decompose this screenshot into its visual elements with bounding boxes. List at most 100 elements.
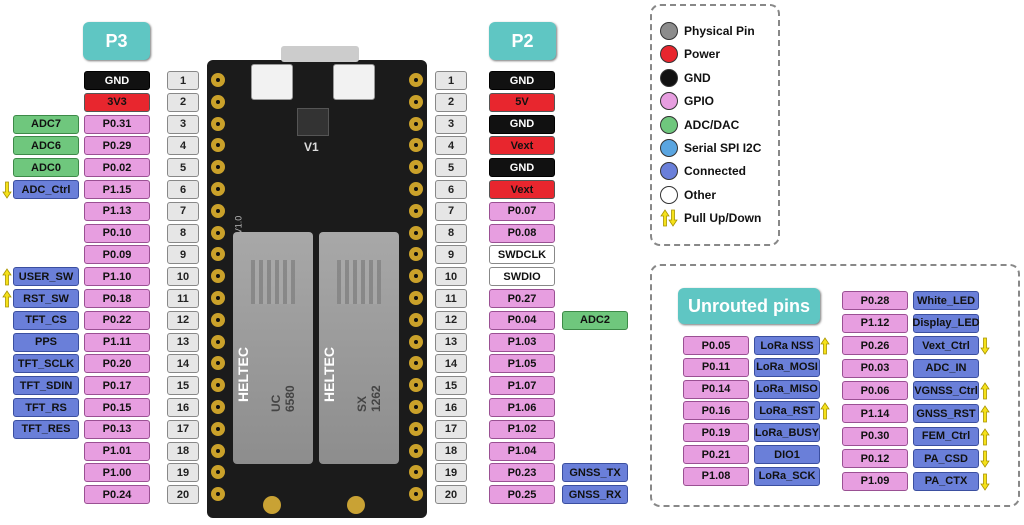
p3-physical-pin: 4: [167, 136, 199, 156]
header-hole: [211, 247, 225, 262]
p3-physical-pin: 16: [167, 398, 199, 417]
p2-pin-name: P0.23: [489, 463, 555, 483]
battery-connector-left: [251, 64, 293, 100]
p3-pin-function: USER_SW: [13, 267, 79, 287]
p3-pin-name: P0.09: [84, 245, 150, 265]
header-hole: [409, 203, 423, 218]
unrouted-pin-function: LoRa_MOSI: [754, 357, 820, 377]
legend-swatch-icon: [660, 45, 678, 64]
p2-physical-pin: 15: [435, 376, 467, 396]
p2-pin-name: 5V: [489, 92, 555, 112]
header-hole: [211, 487, 225, 502]
legend-item: Connected: [660, 162, 746, 181]
p3-pin-function: ADC_Ctrl: [13, 180, 79, 199]
p3-pin-name: P0.20: [84, 354, 150, 374]
gnss-module: HELTEC UC 6580: [233, 232, 313, 464]
p2-physical-pin: 18: [435, 441, 467, 461]
unrouted-pin-name: P0.21: [683, 445, 749, 464]
p3-pin-name: P0.22: [84, 310, 150, 330]
header-hole: [409, 378, 423, 393]
p3-physical-pin: 17: [167, 419, 199, 439]
p2-physical-pin: 2: [435, 92, 467, 112]
p3-physical-pin: 5: [167, 158, 199, 178]
unrouted-pin-name: P1.12: [842, 313, 908, 333]
pull-up-icon: [820, 337, 830, 355]
header-hole: [409, 138, 423, 153]
header-hole: [211, 443, 225, 458]
header-hole: [211, 182, 225, 196]
p2-pin-name: P1.07: [489, 376, 555, 396]
unrouted-pin-function: Display_LED: [912, 313, 980, 333]
legend-label: Power: [684, 47, 721, 62]
antenna-connector-right: [347, 496, 365, 514]
gnss-brand: HELTEC: [235, 347, 251, 402]
legend-label: GPIO: [684, 94, 715, 109]
header-hole: [409, 465, 423, 480]
pull-up-down-icon: [660, 209, 678, 227]
header-hole: [211, 269, 225, 284]
p3-physical-pin: 12: [167, 310, 199, 330]
unrouted-pin-name: P0.16: [683, 401, 749, 421]
p2-pin-name: P0.04: [489, 310, 555, 330]
p3-pin-name: 3V3: [84, 92, 150, 112]
p3-pin-function: ADC6: [13, 136, 79, 156]
p3-physical-pin: 6: [167, 180, 199, 199]
pull-up-icon: [980, 382, 990, 400]
unrouted-pin-function: Vext_Ctrl: [913, 336, 979, 356]
p2-pin-name: P1.05: [489, 354, 555, 374]
p2-pin-name: GND: [489, 71, 555, 90]
battery-connector-right: [333, 64, 375, 100]
legend-item: Pull Up/Down: [660, 209, 761, 227]
p3-pin-name: P0.13: [84, 419, 150, 439]
p2-pin-name: P0.08: [489, 223, 555, 243]
p2-physical-pin: 7: [435, 201, 467, 221]
unrouted-pin-name: P1.09: [842, 471, 908, 491]
unrouted-pin-name: P0.06: [842, 381, 908, 401]
unrouted-pin-function: LoRa NSS: [754, 336, 820, 355]
legend-label: GND: [684, 70, 711, 85]
gnss-model: UC 6580: [269, 385, 297, 412]
legend-swatch-icon: [660, 68, 678, 87]
p3-pin-name: P0.02: [84, 158, 150, 178]
p3-pin-name: P0.24: [84, 485, 150, 505]
legend-item: Other: [660, 185, 716, 204]
legend-swatch-icon: [660, 115, 678, 134]
header-hole: [409, 182, 423, 196]
header-hole: [409, 356, 423, 371]
pull-up-icon: [980, 405, 990, 423]
p2-pin-name: P1.03: [489, 332, 555, 352]
p2-physical-pin: 3: [435, 114, 467, 134]
p3-pin-name: P0.18: [84, 289, 150, 308]
pull-down-icon: [668, 209, 678, 227]
unrouted-pin-function: PA_CSD: [913, 449, 979, 469]
lora-module: HELTEC SX 1262: [319, 232, 399, 464]
p3-physical-pin: 7: [167, 201, 199, 221]
header-hole: [211, 334, 225, 349]
p2-pin-name: P1.02: [489, 419, 555, 439]
p3-pin-name: P1.11: [84, 332, 150, 352]
p3-pin-function: TFT_SDIN: [13, 376, 79, 396]
p3-physical-pin: 9: [167, 245, 199, 265]
legend-label: Physical Pin: [684, 24, 755, 38]
board-image: V1 V1.0 HELTEC UC 6580 HELTEC SX 1262: [207, 46, 427, 518]
p3-pin-function: TFT_RS: [13, 398, 79, 417]
p2-physical-pin: 13: [435, 332, 467, 352]
p3-pin-function: TFT_CS: [13, 310, 79, 330]
unrouted-pin-name: P0.30: [842, 426, 908, 446]
legend-item: GPIO: [660, 92, 715, 111]
p2-physical-pin: 5: [435, 158, 467, 178]
p3-pin-function: ADC0: [13, 158, 79, 178]
legend-item: GND: [660, 68, 711, 87]
header-hole: [409, 334, 423, 349]
unrouted-pin-function: VGNSS_Ctrl: [913, 381, 979, 401]
p3-physical-pin: 20: [167, 485, 199, 505]
unrouted-pin-name: P0.11: [683, 357, 749, 377]
header-hole: [409, 487, 423, 502]
p2-physical-pin: 4: [435, 136, 467, 156]
p2-physical-pin: 11: [435, 289, 467, 308]
p3-physical-pin: 1: [167, 71, 199, 90]
unrouted-pin-name: P0.05: [683, 336, 749, 355]
p2-physical-pin: 20: [435, 485, 467, 505]
unrouted-pin-function: FEM_Ctrl: [913, 426, 979, 446]
header-hole: [409, 269, 423, 284]
